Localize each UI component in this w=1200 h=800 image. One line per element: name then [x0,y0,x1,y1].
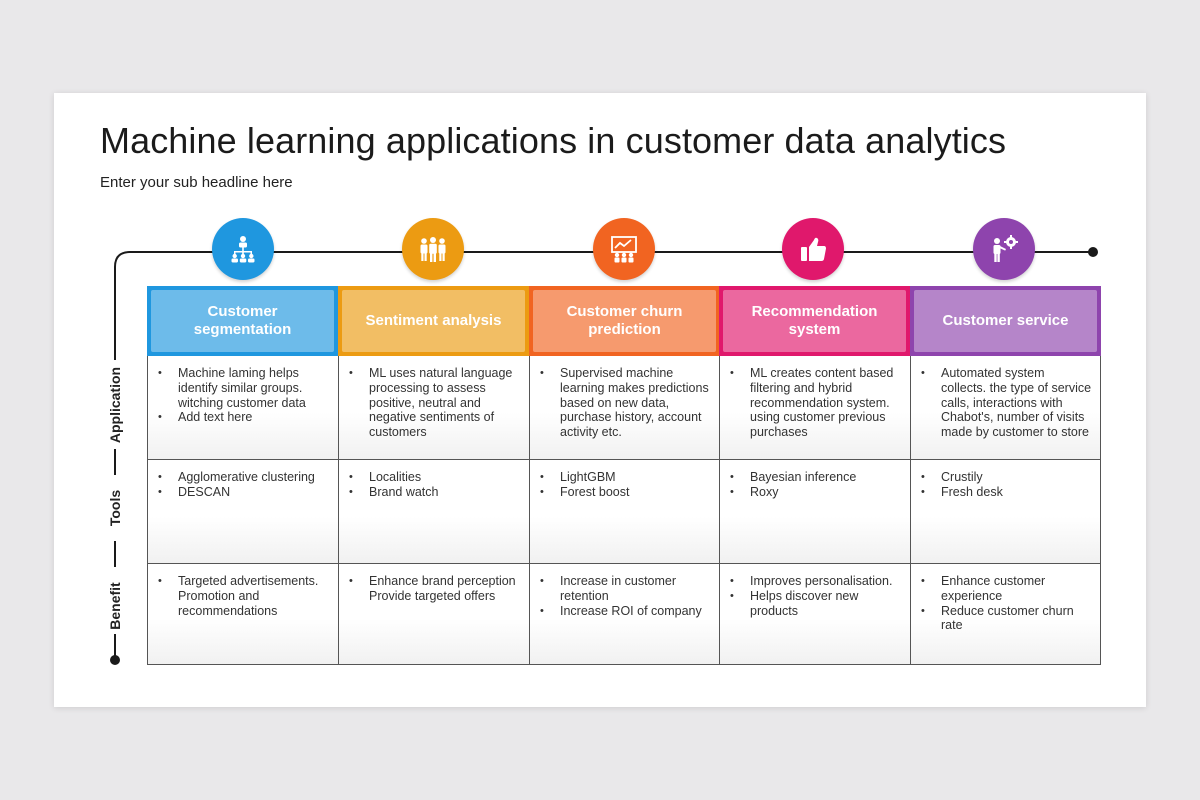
cell-application-service: Automated system collects. the type of s… [910,356,1101,460]
person-gear-icon [993,235,1018,262]
service-circle [973,218,1035,280]
list-item: Reduce customer churn rate [921,604,1092,634]
page-subtitle: Enter your sub headline here [100,174,293,191]
list-item: Brand watch [349,485,521,500]
presentation-board-icon [611,236,637,263]
list-item: ML creates content based filtering and h… [730,366,902,440]
thumbs-up-icon [801,237,826,261]
cell-application-churn: Supervised machine learning makes predic… [529,356,719,460]
list-item: Roxy [730,485,902,500]
cell-benefit-segmentation: Targeted advertisements. Promotion and r… [147,564,338,665]
cell-benefit-churn: Increase in customer retentionIncrease R… [529,564,719,665]
list-item: Helps discover new products [730,589,902,619]
cell-application-recommendation: ML creates content based filtering and h… [719,356,910,460]
column-header-recommendation: Recommendation system [719,286,910,356]
page-title: Machine learning applications in custome… [100,120,1007,161]
cell-tools-recommendation: Bayesian inferenceRoxy [719,460,910,564]
churn-circle [593,218,655,280]
people-group-icon [420,237,446,262]
application-table: Customer segmentation Sentiment analysis… [147,286,1101,665]
recommendation-circle [782,218,844,280]
cell-tools-churn: LightGBMForest boost [529,460,719,564]
row-label-tools: Tools [107,489,123,527]
column-header-segmentation: Customer segmentation [147,286,338,356]
list-item: Machine laming helps identify similar gr… [158,366,330,410]
list-item: Fresh desk [921,485,1092,500]
cell-benefit-sentiment: Enhance brand perception Provide targete… [338,564,529,665]
list-item: Localities [349,470,521,485]
list-item: Supervised machine learning makes predic… [540,366,711,440]
cell-benefit-recommendation: Improves personalisation.Helps discover … [719,564,910,665]
column-header-service: Customer service [910,286,1101,356]
list-item: Forest boost [540,485,711,500]
list-item: Enhance brand perception Provide targete… [349,574,521,604]
cell-tools-service: CrustilyFresh desk [910,460,1101,564]
column-header-churn: Customer churn prediction [529,286,720,356]
column-header-sentiment: Sentiment analysis [338,286,529,356]
cell-tools-segmentation: Agglomerative clusteringDESCAN [147,460,338,564]
list-item: Automated system collects. the type of s… [921,366,1092,440]
list-item: Increase ROI of company [540,604,711,619]
list-item: Targeted advertisements. Promotion and r… [158,574,330,618]
list-item: LightGBM [540,470,711,485]
list-item: DESCAN [158,485,330,500]
list-item: Agglomerative clustering [158,470,330,485]
list-item: Bayesian inference [730,470,902,485]
sentiment-circle [402,218,464,280]
row-label-application: Application [107,366,123,444]
segmentation-circle [212,218,274,280]
list-item: Add text here [158,410,330,425]
cell-benefit-service: Enhance customer experienceReduce custom… [910,564,1101,665]
cell-application-sentiment: ML uses natural language processing to a… [338,356,529,460]
row-label-benefit: Benefit [107,582,123,630]
cell-tools-sentiment: LocalitiesBrand watch [338,460,529,564]
list-item: ML uses natural language processing to a… [349,366,521,440]
list-item: Enhance customer experience [921,574,1092,604]
cell-application-segmentation: Machine laming helps identify similar gr… [147,356,338,460]
list-item: Increase in customer retention [540,574,711,604]
list-item: Crustily [921,470,1092,485]
org-chart-icon [231,236,255,263]
list-item: Improves personalisation. [730,574,902,589]
